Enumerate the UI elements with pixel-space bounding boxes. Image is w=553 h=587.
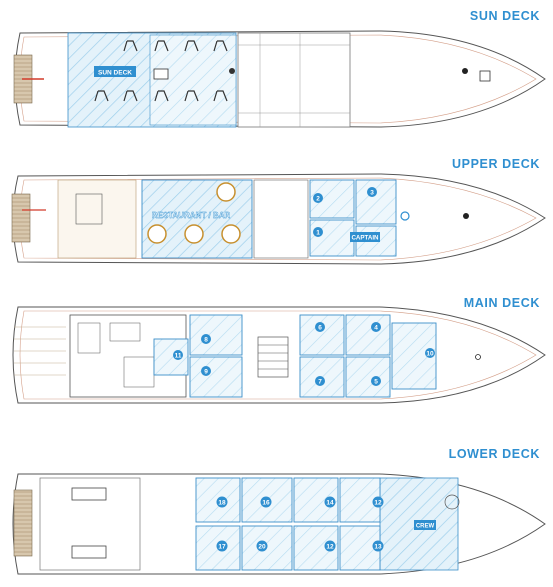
upper-cabin-label: 3 [370, 190, 374, 197]
upper-cabin-3 [355, 179, 397, 225]
main-cabin-label: 7 [318, 379, 322, 386]
lower-deck-stern [13, 489, 33, 557]
lower-cabin-label: 12 [374, 500, 382, 507]
main-cabin-label: 8 [204, 337, 208, 344]
main-cabin-label: 5 [374, 379, 378, 386]
upper-cabin-label: 2 [316, 196, 320, 203]
lower-cabin-label: 14 [326, 500, 334, 507]
lower-cabin-label: 20 [258, 544, 266, 551]
sun-bridge [237, 32, 351, 128]
captain-badge [350, 232, 380, 242]
lower-cabin-label: 17 [218, 544, 226, 551]
upper-cabin-1 [309, 219, 355, 257]
lower-deck-title: LOWER DECK [448, 447, 540, 461]
upper-deck-title: UPPER DECK [452, 157, 540, 171]
lower-cabin-label: 16 [262, 500, 270, 507]
sun-loungers [94, 40, 228, 102]
sun-deck-title: SUN DECK [469, 9, 540, 23]
lower-cabin-label: 13 [374, 544, 382, 551]
main-cabin-label: 4 [374, 325, 378, 332]
main-cabin-label: 9 [204, 369, 208, 376]
lower-cabin-label: 12 [326, 544, 334, 551]
lower-cabin-label: 18 [218, 500, 226, 507]
main-deck-plan: 8 9 6 7 4 5 10 11 [12, 306, 546, 404]
engine-room [39, 477, 141, 571]
upper-aft-lounge [57, 179, 137, 259]
restaurant-label: RESTAURANT / BAR [152, 211, 231, 220]
crew-badge [414, 520, 436, 530]
main-cabin-label: 6 [318, 325, 322, 332]
main-cabin-label: 10 [426, 351, 434, 358]
dining-tables [147, 182, 241, 244]
sun-deck-plan: SUN DECK [13, 30, 546, 128]
lower-deck-plan: 18 17 16 20 14 12 12 13 CREW [12, 473, 546, 575]
upper-deck-plan: RESTAURANT / BAR 2 1 3 CAPTAIN [11, 173, 546, 265]
upper-cabin-label: 1 [316, 230, 320, 237]
upper-cabins [309, 179, 397, 257]
main-deck-title: MAIN DECK [463, 296, 540, 310]
sun-deck-badge-label: SUN DECK [98, 70, 132, 77]
upper-deck-stern [11, 193, 31, 243]
main-cabin-label: 11 [175, 353, 182, 360]
captain-label: CAPTAIN [351, 235, 379, 242]
crew-label: CREW [416, 524, 435, 530]
sun-deck-badge [94, 66, 136, 77]
